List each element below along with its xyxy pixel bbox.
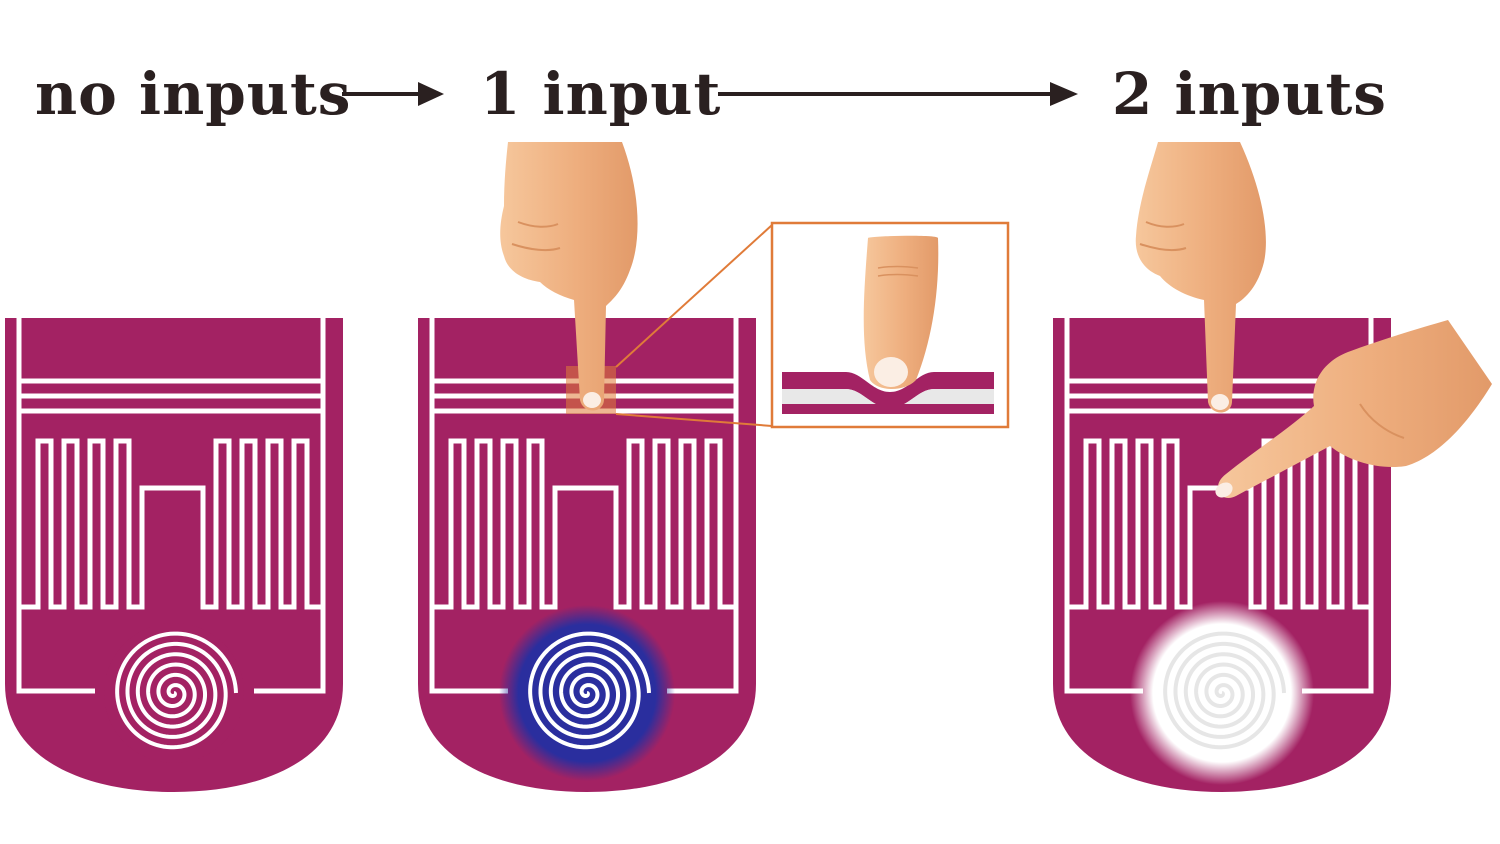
pointing-finger-icon [1215, 320, 1492, 498]
pointing-finger-icon [1135, 142, 1266, 413]
spiral-sensor-icon [104, 623, 244, 763]
sensor-device-one-input [418, 318, 756, 792]
spiral-sensor-icon [499, 605, 675, 781]
pointing-finger-icon [500, 142, 638, 411]
arrow-right-icon [342, 82, 444, 106]
stage-label-no-inputs: no inputs [35, 60, 352, 128]
zoom-connector [615, 224, 773, 427]
stage-label-one-input: 1 input [480, 60, 722, 128]
stage-label-two-inputs: 2 inputs [1112, 60, 1387, 128]
pressure-inset [770, 221, 1010, 429]
arrow-right-icon [718, 82, 1078, 106]
spiral-sensor-icon [1130, 601, 1314, 785]
pointing-finger-icon [863, 235, 939, 389]
sensor-device-no-inputs [5, 318, 343, 792]
